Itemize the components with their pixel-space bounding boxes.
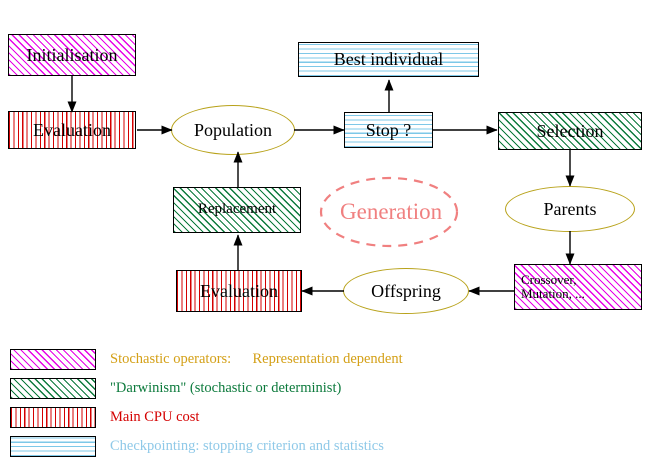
node-evaluation-bottom[interactable]: Evaluation	[176, 270, 302, 312]
legend-swatch-stochastic-operators	[10, 349, 96, 370]
node-offspring-label: Offspring	[371, 280, 441, 301]
node-best-individual-label: Best individual	[333, 49, 444, 70]
legend-swatch-darwinism	[10, 378, 96, 399]
node-replacement-label: Replacement	[197, 201, 277, 218]
node-evaluation-top[interactable]: Evaluation	[8, 111, 136, 149]
node-parents-label: Parents	[543, 198, 597, 219]
legend-swatch-checkpointing	[10, 436, 96, 457]
node-crossover-line1: Crossover,	[521, 272, 577, 288]
node-best-individual[interactable]: Best individual	[298, 42, 479, 77]
label-generation: Generation	[340, 199, 443, 224]
node-initialisation[interactable]: Initialisation	[8, 34, 136, 76]
node-crossover-mutation[interactable]: Crossover, Mutation, ...	[514, 264, 642, 310]
node-offspring[interactable]: Offspring	[343, 268, 469, 314]
legend-label-darwinism: "Darwinism" (stochastic or determinist)	[110, 380, 342, 396]
legend-label-checkpointing: Checkpointing: stopping criterion and st…	[110, 438, 384, 454]
legend-swatch-main-cpu-cost	[10, 407, 96, 428]
legend-label-stochastic-operators: Stochastic operators: Representation dep…	[110, 351, 403, 368]
legend-label-main-cpu-cost: Main CPU cost	[110, 409, 200, 425]
node-crossover-line2: Mutation, ...	[521, 286, 585, 301]
legend-label-stochastic-operators-extra: Representation dependent	[252, 351, 403, 367]
node-evaluation-top-label: Evaluation	[33, 119, 111, 140]
legend-label-stochastic-operators-main: Stochastic operators:	[110, 351, 232, 367]
node-stop-label: Stop ?	[365, 119, 412, 140]
node-replacement[interactable]: Replacement	[173, 187, 301, 233]
node-population[interactable]: Population	[171, 105, 295, 155]
node-evaluation-bottom-label: Evaluation	[200, 280, 278, 301]
node-selection-label: Selection	[536, 120, 604, 141]
node-initialisation-label: Initialisation	[26, 44, 118, 65]
node-population-label: Population	[193, 119, 272, 140]
node-selection[interactable]: Selection	[498, 112, 642, 150]
node-stop[interactable]: Stop ?	[344, 112, 433, 148]
node-parents[interactable]: Parents	[505, 186, 635, 232]
